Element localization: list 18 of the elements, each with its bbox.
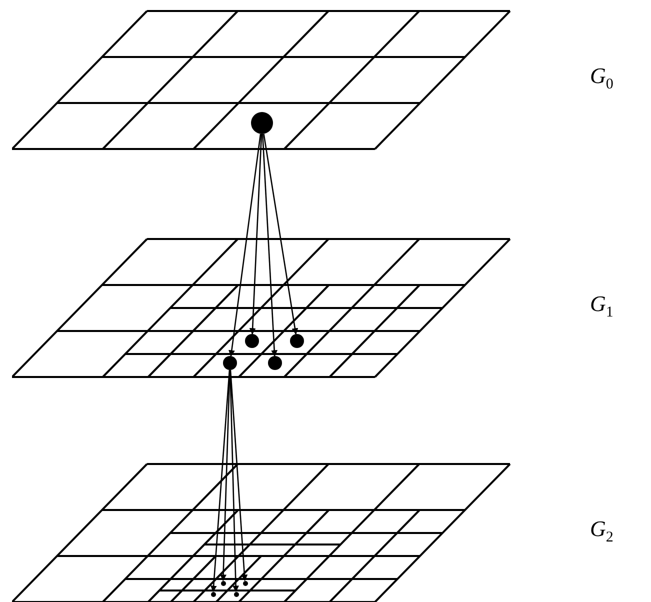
grid-point [242,580,248,586]
grid-point [223,356,237,370]
grid-level-label: G$_{2}$ [590,518,614,546]
grid-point [290,334,304,348]
arrow [263,134,298,335]
grid-point [210,592,216,596]
grid-level-label: G$_{0}$ [590,65,614,92]
grid-point [245,334,259,348]
grid-point [268,356,282,370]
arrow [230,370,248,582]
arrow [249,134,262,335]
grid-point [251,112,273,134]
grid-level-label: G$_{1}$ [590,293,614,320]
grid-point [220,580,226,586]
arrow [210,370,230,592]
grid-point [234,592,238,596]
arrow [262,134,278,357]
arrow [228,134,262,357]
